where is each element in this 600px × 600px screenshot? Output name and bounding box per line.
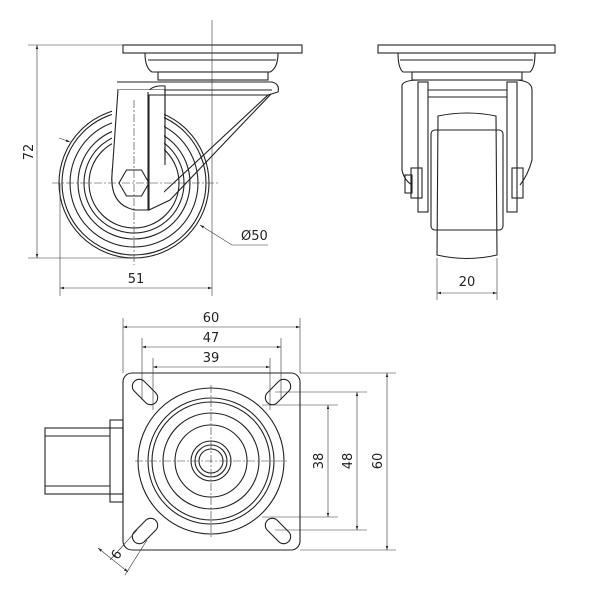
dim-holes-x-outer: 47 (203, 331, 220, 346)
dim-diameter: Ø50 (241, 229, 268, 244)
dim-plate-height: 60 (371, 453, 386, 470)
dim-offset: 51 (128, 272, 145, 287)
dim-plate-width: 60 (203, 311, 220, 326)
dim-height: 72 (22, 144, 37, 161)
dim-slot-width: 6 (109, 547, 126, 562)
dim-holes-x-inner: 39 (203, 351, 220, 366)
dim-wheel-width: 20 (459, 275, 476, 290)
side-view: 72 51 Ø50 (22, 20, 303, 296)
dim-holes-y-inner: 38 (312, 453, 327, 470)
hex-nut-icon (118, 169, 150, 197)
top-view: 60 47 39 38 48 60 6 (44, 311, 396, 576)
dim-holes-y-outer: 48 (341, 453, 356, 470)
front-view: 20 (377, 44, 556, 300)
